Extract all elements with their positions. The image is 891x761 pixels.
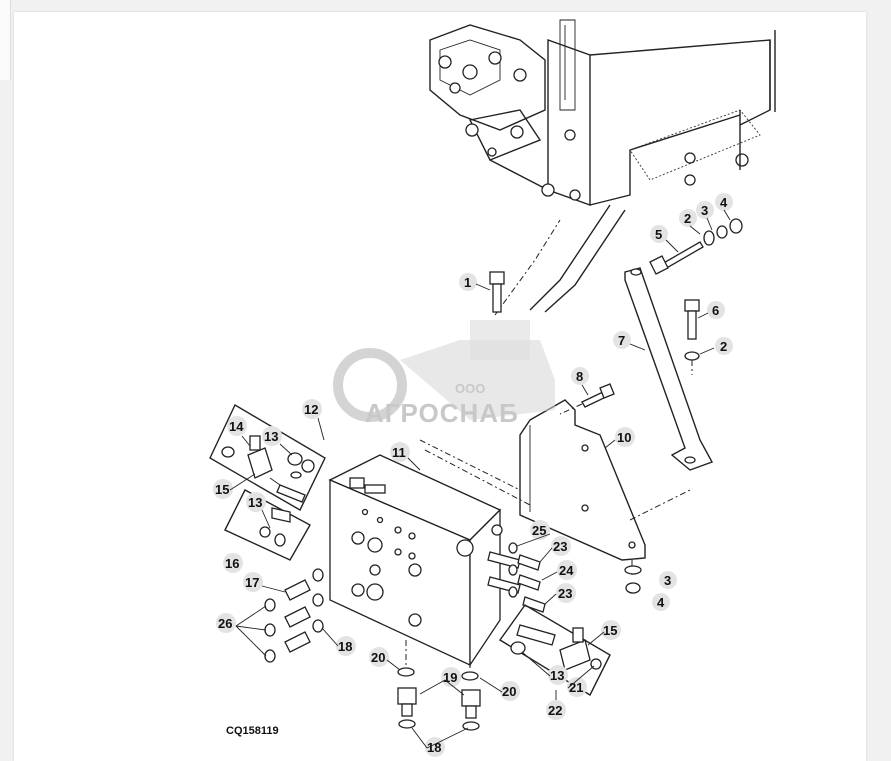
callout-14: 14 xyxy=(229,419,244,434)
fittings-19 xyxy=(397,640,481,731)
callout-16: 16 xyxy=(225,556,239,571)
callout-3-top: 3 xyxy=(701,203,708,218)
callout-26: 26 xyxy=(218,616,232,631)
callout-8: 8 xyxy=(576,369,583,384)
callout-2-right: 2 xyxy=(720,339,727,354)
upper-valve-assembly xyxy=(429,19,776,206)
callout-19: 19 xyxy=(443,670,457,685)
callout-21: 21 xyxy=(569,680,583,695)
leader-lines xyxy=(229,209,731,749)
callout-25: 25 xyxy=(532,523,546,538)
callout-1: 1 xyxy=(464,275,471,290)
watermark-ooo: ООО xyxy=(455,381,485,396)
callout-13-b: 13 xyxy=(248,495,262,510)
callout-4-bottom: 4 xyxy=(657,595,665,610)
bolt-5-assembly xyxy=(649,218,743,275)
callout-15-right: 15 xyxy=(603,623,617,638)
callout-18-a: 18 xyxy=(338,639,352,654)
manifold-block-11 xyxy=(328,439,531,668)
bracket-10 xyxy=(519,399,691,575)
bolt-6-assembly xyxy=(684,299,700,375)
callout-23-a: 23 xyxy=(553,539,567,554)
watermark-brand: АГРОСНАБ xyxy=(365,398,519,428)
frame-rails xyxy=(494,204,626,316)
watermark-logo xyxy=(333,320,555,422)
sensor-15-left xyxy=(269,477,306,503)
washer-3-nut-4 xyxy=(624,565,642,594)
callout-2-top: 2 xyxy=(684,211,691,226)
callout-20-b: 20 xyxy=(502,684,516,699)
callout-6: 6 xyxy=(712,303,719,318)
fittings-17 xyxy=(264,568,324,663)
callout-24: 24 xyxy=(559,563,574,578)
callout-15-left: 15 xyxy=(215,482,229,497)
callout-7: 7 xyxy=(618,333,625,348)
figure-code: CQ158119 xyxy=(226,725,279,737)
callouts: 1 2 2 3 3 4 4 5 6 7 8 10 11 12 13 13 13 … xyxy=(213,193,733,757)
fittings-23-24-25 xyxy=(487,542,546,613)
callout-3-bottom: 3 xyxy=(664,573,671,588)
group-box-16 xyxy=(224,489,311,561)
callout-20-a: 20 xyxy=(371,650,385,665)
callout-17: 17 xyxy=(245,575,259,590)
left-frame-edge xyxy=(0,0,11,80)
callout-22: 22 xyxy=(548,703,562,718)
callout-18-b: 18 xyxy=(427,740,441,755)
bolt-8 xyxy=(559,383,615,415)
callout-5: 5 xyxy=(655,227,662,242)
callout-13-c: 13 xyxy=(550,668,564,683)
callout-13-a: 13 xyxy=(264,429,278,444)
callout-11: 11 xyxy=(392,445,406,460)
bolt-1 xyxy=(489,271,505,313)
callout-10: 10 xyxy=(617,430,631,445)
group-box-12 xyxy=(209,404,326,511)
callout-23-b: 23 xyxy=(558,586,572,601)
callout-4-top: 4 xyxy=(720,195,728,210)
bracket-7 xyxy=(624,267,714,471)
callout-12: 12 xyxy=(304,402,318,417)
